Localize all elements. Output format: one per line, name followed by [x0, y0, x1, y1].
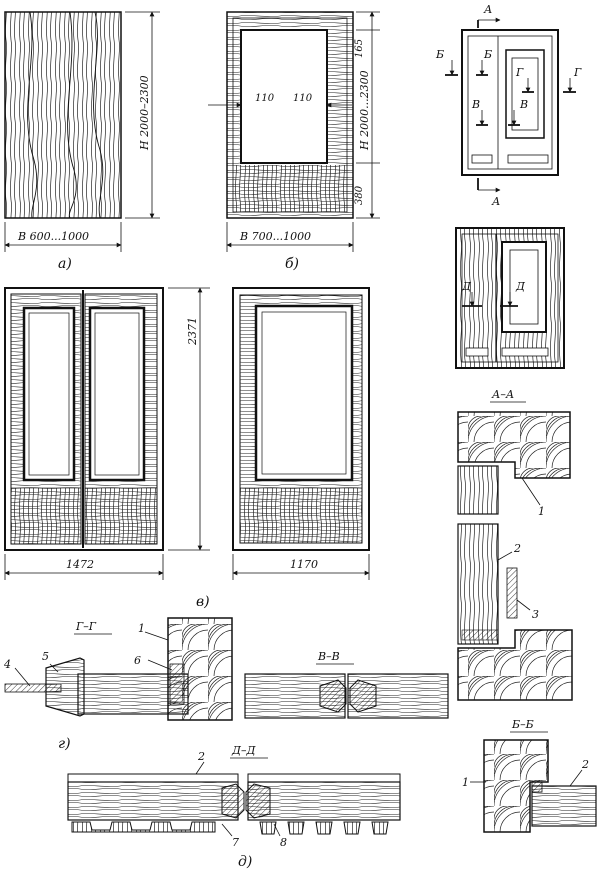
section-aa-title: А–А [491, 388, 514, 401]
door-b-stile-left: 110 [255, 93, 275, 104]
dd-callout-2: 2 [197, 750, 205, 763]
gg-callout-1: 1 [138, 622, 145, 635]
door-v-single-glass [254, 304, 354, 482]
section-aa: А–А 1 2 3 [457, 388, 573, 701]
caption-a: а) [58, 256, 72, 272]
section-vv: В–В [244, 650, 449, 719]
section-dd-title: Д–Д [231, 744, 256, 757]
door-b-glass [240, 29, 328, 164]
door-v-glass-right [88, 306, 146, 482]
door-b-top-dim: 165 [354, 39, 365, 58]
door-b-bottom-dim: 380 [354, 185, 365, 205]
door-v-single-width-dim: 1170 [290, 558, 318, 571]
cut-mark-a-bottom: А [491, 195, 500, 208]
cut-mark-b-left: Б [435, 48, 444, 61]
door-a-width-dim: B 600...1000 [17, 230, 89, 243]
caption-d: д) [238, 854, 252, 870]
door-v-double: 2371 1472 [4, 287, 210, 580]
cut-mark-d-right: Д [515, 280, 526, 293]
bb-callout-1: 1 [462, 776, 469, 789]
aa-callout-1: 1 [538, 505, 545, 518]
aa-callout-3: 3 [532, 608, 539, 621]
bb-callout-2: 2 [581, 758, 589, 771]
key-plan-lower: Д Д [455, 227, 565, 369]
caption-g: г) [58, 736, 71, 752]
cut-mark-b-right: Б [483, 48, 492, 61]
gg-callout-6: 6 [134, 654, 141, 667]
aa-callout-2: 2 [513, 542, 521, 555]
section-gg-title: Г–Г [75, 620, 97, 633]
door-v-glass-left [22, 306, 76, 482]
door-v-single: 1170 в) [196, 287, 370, 610]
cut-mark-d-left: Д [461, 280, 472, 293]
dd-callout-7: 7 [232, 836, 239, 849]
caption-b: б) [285, 256, 299, 272]
door-a-leaf [4, 11, 122, 219]
cut-mark-v-right: В [519, 98, 528, 111]
door-b-height-dim: H 2000...2300 [358, 70, 371, 151]
section-bb: Б–Б 1 2 [462, 718, 597, 833]
gg-callout-4: 4 [3, 658, 11, 671]
section-dd: Д–Д 2 7 8 д) [67, 744, 401, 870]
door-b-width-dim: B 700...1000 [239, 230, 311, 243]
cut-mark-a-top: А [483, 3, 492, 16]
section-bb-title: Б–Б [511, 718, 534, 731]
gg-callout-5: 5 [42, 650, 49, 663]
cut-mark-g-left: Г [515, 66, 524, 79]
section-gg: Г–Г 4 5 1 6 г) [3, 617, 233, 752]
door-a-height-dim: H 2000–2300 [138, 75, 151, 151]
door-b: 110 110 165 H 2000...2300 380 B 700...10… [208, 11, 380, 272]
section-vv-title: В–В [317, 650, 340, 663]
dd-callout-8: 8 [280, 836, 287, 849]
door-v-double-width-dim: 1472 [66, 558, 94, 571]
key-plan-upper: А А Б Б В В Г Г [435, 3, 582, 208]
cut-mark-g-right: Г [573, 66, 582, 79]
caption-v: в) [196, 594, 210, 610]
door-v-height-dim: 2371 [186, 317, 199, 346]
door-a: H 2000–2300 B 600...1000 а) [4, 11, 160, 272]
cut-mark-v-left: В [471, 98, 480, 111]
door-b-stile-right: 110 [293, 93, 313, 104]
